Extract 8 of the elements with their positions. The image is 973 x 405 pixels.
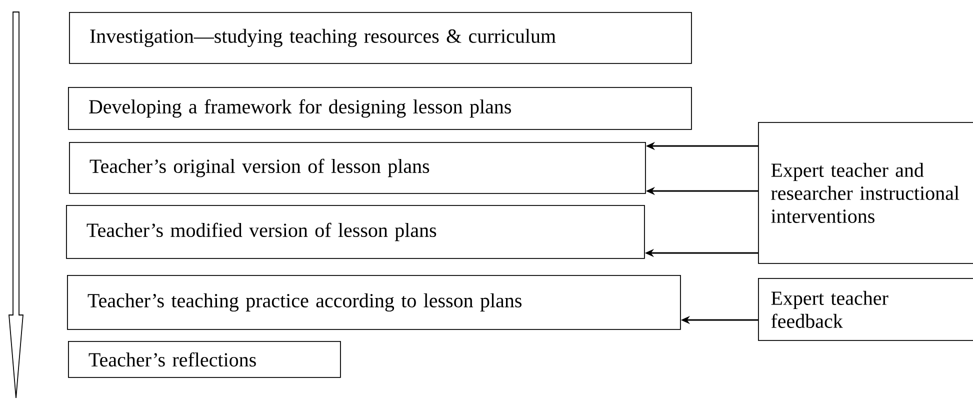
side-box: Expert teacher and researcher instructional interventions <box>758 122 973 264</box>
step-box: Teacher’s original version of lesson plans <box>69 142 646 194</box>
step-box: Teacher’s teaching practice according to lesson plans <box>67 275 681 330</box>
step-box: Teacher’s modified version of lesson plans <box>66 205 645 259</box>
side-box: Expert teacher feedback <box>758 278 973 341</box>
step-box: Developing a framework for designing lesson plans <box>68 87 692 130</box>
step-box: Investigation—studying teaching resources & curriculum <box>69 12 692 64</box>
step-box: Teacher’s reflections <box>68 341 341 378</box>
